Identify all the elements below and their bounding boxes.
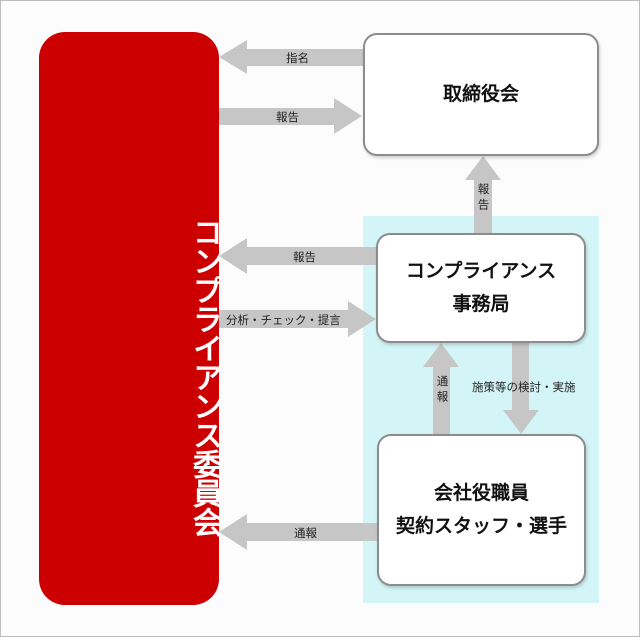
arrow-appoint — [219, 40, 363, 74]
board-label: 取締役会 — [442, 82, 519, 105]
compliance-committee-label: コンプライアンス委員会 — [187, 217, 222, 536]
office-label-line1: コンプライアンス — [405, 259, 557, 282]
report-to-board-label: 報告 — [276, 110, 299, 124]
arrow-report-to-board — [219, 98, 362, 134]
appoint-label: 指名 — [286, 51, 309, 65]
board-of-directors-box: 取締役会 — [363, 33, 599, 156]
office-label-line2: 事務局 — [452, 293, 510, 315]
report-office-to-board-label: 報告 — [476, 183, 491, 214]
staff-box: 会社役職員 契約スタッフ・選手 — [377, 434, 586, 586]
arrow-notify-staff-to-office — [423, 343, 459, 434]
notify-staff-to-committee-label: 通報 — [294, 526, 317, 540]
staff-label-line2: 契約スタッフ・選手 — [395, 515, 567, 537]
measures-label: 施策等の検討・実施 — [472, 380, 576, 394]
arrow-report-office-to-board — [465, 156, 501, 233]
arrow-notify-staff-to-committee — [219, 514, 377, 550]
compliance-office-box: コンプライアンス 事務局 — [376, 233, 586, 343]
notify-staff-to-office-label: 通報 — [435, 375, 450, 406]
arrow-report-office-to-committee — [219, 238, 376, 274]
arrow-measures — [503, 343, 539, 434]
analysis-label: 分析・チェック・提言 — [226, 313, 341, 327]
staff-label-line1: 会社役職員 — [433, 481, 529, 504]
compliance-committee-box: コンプライアンス委員会 — [39, 32, 222, 605]
arrow-analysis — [219, 301, 376, 337]
report-office-to-committee-label: 報告 — [293, 250, 316, 264]
